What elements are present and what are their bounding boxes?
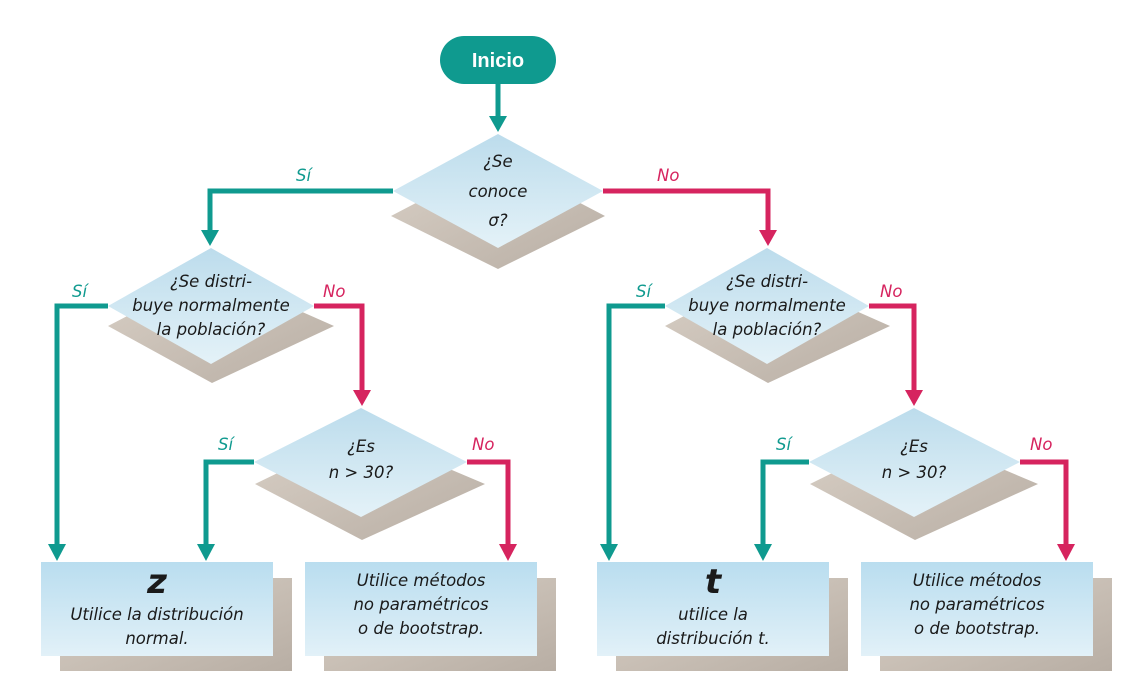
decision-text: la población? <box>157 320 266 339</box>
box <box>305 562 537 656</box>
decision-normal-left: ¿Se distri- buye normalmente la població… <box>108 248 334 383</box>
box <box>597 562 829 656</box>
diamond <box>254 408 467 517</box>
branch-label-yes: Sí <box>776 435 793 454</box>
decision-text: σ? <box>488 211 507 230</box>
decision-text: ¿Se distri- <box>170 272 252 291</box>
outcome-z-normal: z Utilice la distribución normal. <box>41 562 292 671</box>
arrowhead <box>600 544 618 561</box>
connectors <box>54 84 1069 546</box>
decision-text: n > 30? <box>882 463 947 482</box>
connector-normal-left-yes <box>54 303 108 546</box>
arrowhead <box>499 544 517 561</box>
decision-text: ¿Se <box>483 152 512 171</box>
arrowhead <box>353 390 371 406</box>
arrowhead <box>754 544 772 561</box>
arrowhead <box>759 230 777 246</box>
connector-normal-right-no <box>869 303 917 392</box>
connector-n-left-no <box>467 459 511 546</box>
arrowhead <box>48 544 66 561</box>
branch-label-yes: Sí <box>218 435 235 454</box>
branch-label-no: No <box>472 435 494 454</box>
outcome-t-distribution: t utilice la distribución t. <box>597 562 848 671</box>
arrowhead <box>489 116 507 132</box>
start-node: Inicio <box>440 36 556 84</box>
arrowhead <box>201 230 219 246</box>
decision-text: buye normalmente <box>688 296 846 315</box>
outcome-symbol-z: z <box>146 562 167 602</box>
decision-text: n > 30? <box>329 463 394 482</box>
connector-sigma-yes <box>207 188 393 232</box>
outcome-nonparametric-right: Utilice métodos no paramétricos o de boo… <box>861 562 1112 671</box>
diamond <box>809 408 1020 517</box>
box <box>41 562 273 656</box>
outcome-text: Utilice la distribución <box>70 605 243 624</box>
outcome-text: utilice la <box>678 605 748 624</box>
outcome-nonparametric-left: Utilice métodos no paramétricos o de boo… <box>305 562 556 671</box>
decision-sigma-known: ¿Se conoce σ? <box>391 134 605 269</box>
connector-normal-left-no <box>314 303 365 392</box>
branch-label-no: No <box>323 282 345 301</box>
connector-normal-right-yes <box>606 303 665 546</box>
outcome-text: no paramétricos <box>909 595 1045 614</box>
decision-text: ¿Se distri- <box>726 272 808 291</box>
arrowheads <box>48 116 1075 561</box>
decision-text: ¿Es <box>900 437 928 456</box>
outcome-text: o de bootstrap. <box>358 619 484 638</box>
connector-n-right-no <box>1020 459 1069 546</box>
branch-label-no: No <box>1030 435 1052 454</box>
diamond <box>393 134 603 248</box>
outcome-text: Utilice métodos <box>913 571 1042 590</box>
outcome-text: no paramétricos <box>353 595 489 614</box>
arrowhead <box>1057 544 1075 561</box>
outcome-text: distribución t. <box>656 629 770 648</box>
diamond <box>108 248 314 364</box>
branch-label-yes: Sí <box>296 166 313 185</box>
connector-sigma-no <box>603 188 771 232</box>
connector-n-right-yes <box>760 459 809 546</box>
start-label: Inicio <box>472 50 524 72</box>
box <box>861 562 1093 656</box>
branch-label-yes: Sí <box>636 282 653 301</box>
branch-label-yes: Sí <box>72 282 89 301</box>
decision-text: buye normalmente <box>132 296 290 315</box>
decision-text: la población? <box>713 320 822 339</box>
diamond <box>665 248 869 364</box>
decision-n-right: ¿Es n > 30? <box>809 408 1038 540</box>
connector-n-left-yes <box>203 459 254 546</box>
decision-text: conoce <box>469 182 528 201</box>
arrowhead <box>905 390 923 406</box>
outcome-text: o de bootstrap. <box>914 619 1040 638</box>
outcome-symbol-t: t <box>705 562 723 602</box>
branch-label-no: No <box>880 282 902 301</box>
outcome-text: normal. <box>125 629 188 648</box>
decision-normal-right: ¿Se distri- buye normalmente la població… <box>665 248 890 383</box>
outcome-text: Utilice métodos <box>357 571 486 590</box>
arrowhead <box>197 544 215 561</box>
decision-text: ¿Es <box>347 437 375 456</box>
decision-n-left: ¿Es n > 30? <box>254 408 485 540</box>
branch-label-no: No <box>657 166 679 185</box>
